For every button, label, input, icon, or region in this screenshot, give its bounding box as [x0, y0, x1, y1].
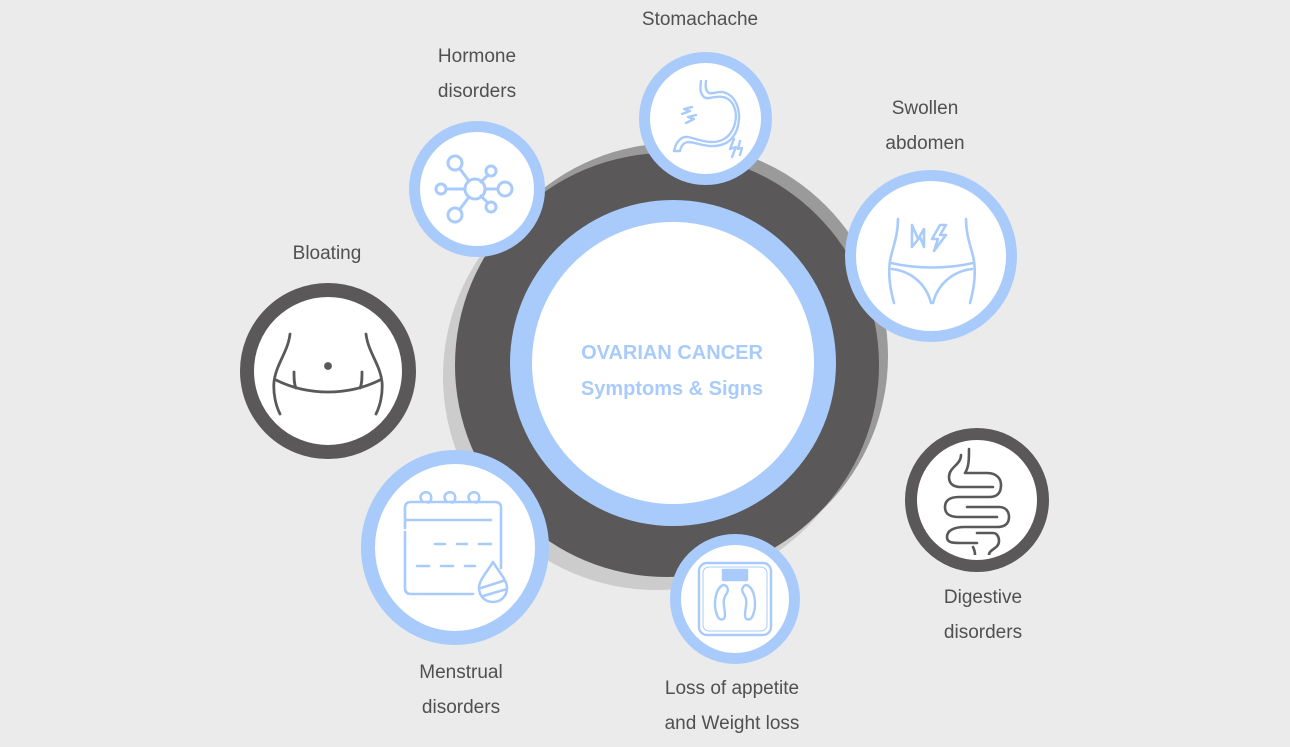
calendar-blood-drop-icon [403, 490, 509, 603]
swollen-abdomen-icon [887, 217, 977, 305]
stomach-pain-icon [672, 79, 743, 158]
node-menstrual [361, 450, 549, 645]
node-hormone [409, 121, 545, 257]
bloating-belly-icon [272, 332, 384, 416]
label-hormone: Hormone disorders [437, 46, 517, 102]
label-bloating: Bloating [292, 243, 362, 264]
label-menstrual: Menstrual disorders [419, 662, 503, 718]
hormone-molecule-icon [434, 154, 514, 224]
center-white-disk [532, 222, 814, 504]
node-digestive [905, 428, 1049, 572]
label-weight: Loss of appetite and Weight loss [664, 678, 800, 734]
node-swollen [845, 170, 1017, 342]
label-swollen: Swollen abdomen [885, 98, 965, 154]
intestine-icon [943, 447, 1011, 555]
center-title: OVARIAN CANCER Symptoms & Signs [532, 335, 812, 407]
weight-scale-icon [697, 561, 773, 637]
diagram-subtitle: Symptoms & Signs [580, 378, 764, 400]
node-stomachache [639, 52, 772, 185]
diagram-title: OVARIAN CANCER [581, 342, 763, 364]
label-stomachache: Stomachache [641, 9, 759, 30]
label-digestive: Digestive disorders [943, 587, 1023, 643]
node-bloating [240, 283, 416, 459]
node-weight [670, 534, 800, 664]
